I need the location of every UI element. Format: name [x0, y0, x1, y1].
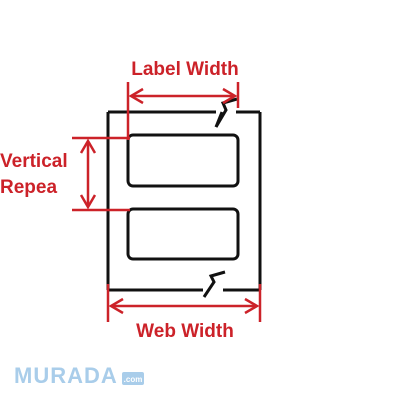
label-top — [126, 133, 240, 188]
vertical-repeat-dimension — [72, 136, 130, 212]
break-mark-top-2 — [214, 111, 224, 128]
break-mark-bottom — [202, 270, 226, 298]
web-width-arrowhead-right — [244, 297, 260, 315]
web-width-dimension — [106, 284, 262, 322]
label-width-dimension — [126, 82, 240, 140]
watermark-brand-text: MURADA — [14, 363, 118, 388]
label-width-text: Label Width — [131, 59, 239, 80]
vertical-repeat-text-line2: Repea — [0, 177, 57, 198]
watermark-logo: MURADA .com — [14, 363, 144, 388]
web-width-arrowhead-left — [108, 297, 124, 315]
watermark-badge-box — [122, 372, 144, 385]
vertical-repeat-arrowhead-bottom — [79, 194, 97, 210]
label-width-arrowhead-left — [128, 87, 144, 105]
vertical-repeat-arrowhead-top — [79, 138, 97, 154]
web-width-text: Web Width — [136, 321, 234, 342]
label-width-arrowhead-right — [222, 87, 238, 105]
watermark-badge-text: .com — [124, 375, 143, 384]
web-outline — [106, 97, 262, 298]
vertical-repeat-text-line1: Vertical — [0, 151, 68, 172]
label-bottom — [126, 207, 240, 261]
